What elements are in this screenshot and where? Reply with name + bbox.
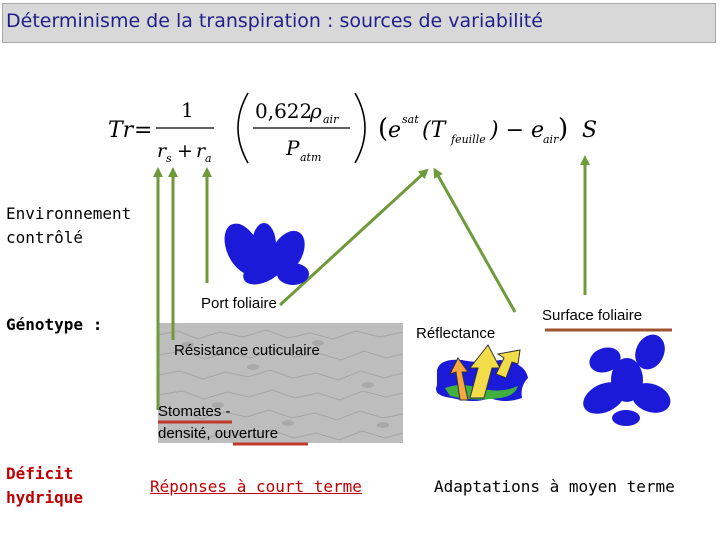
eq-p-sub: atm (300, 151, 321, 164)
reflectance-leaf-icon (436, 344, 528, 401)
eq-close: ) − e (489, 118, 544, 143)
eq-frac1-num: 1 (181, 98, 194, 122)
eq-p: P (285, 136, 300, 160)
label-environnement: Environnement (6, 204, 132, 223)
label-reponses-court-terme: Réponses à court terme (150, 477, 362, 496)
eq-paren2-open: ( (378, 114, 388, 144)
eq-plus: + (177, 140, 193, 162)
eq-frac2-num: 0,622 (255, 99, 312, 123)
eq-eair-sub: air (543, 133, 559, 146)
label-deficit: Déficit (6, 464, 74, 483)
eq-paren-left (237, 92, 249, 164)
eq-T: (T (422, 118, 448, 143)
page-title: Déterminisme de la transpiration : sourc… (6, 10, 543, 32)
eq-rho: ρ (309, 99, 322, 123)
label-stomates: Stomates - (158, 403, 231, 420)
eq-rho-sub: air (323, 113, 339, 126)
label-genotype: Génotype : (6, 315, 103, 334)
eq-rs: r (157, 140, 168, 162)
label-adaptations-moyen-terme: Adaptations à moyen terme (434, 477, 675, 496)
surface-foliaire-leaf-icon (583, 334, 671, 426)
eq-paren2-close: ) (558, 114, 568, 144)
eq-ra: r (196, 140, 207, 162)
label-resistance-cuticulaire: Résistance cuticulaire (174, 342, 320, 359)
eq-paren-right (354, 92, 366, 164)
eq-rs-sub: s (166, 152, 172, 165)
label-controle: contrôlé (6, 228, 84, 247)
label-hydrique: hydrique (6, 488, 84, 507)
label-densite-ouverture: densité, ouverture (158, 425, 279, 442)
label-reflectance: Réflectance (416, 325, 496, 342)
eq-sat: sat (402, 113, 419, 126)
eq-lhs: Tr (108, 118, 135, 143)
label-port-foliaire: Port foliaire (201, 295, 277, 312)
label-surface-foliaire: Surface foliaire (542, 307, 643, 324)
arrow-reflectance-tfeuille (433, 167, 517, 313)
title-bar (2, 3, 716, 43)
eq-ra-sub: a (205, 152, 212, 165)
transpiration-equation: Tr = 1 r s + r a 0,622 ρ air P atm ( e s… (108, 92, 597, 165)
eq-e: e (388, 118, 401, 143)
eq-T-sub: feuille (450, 133, 486, 146)
eq-S: S (582, 118, 597, 143)
port-foliaire-leaf-icon (224, 223, 309, 285)
eq-equals: = (134, 118, 152, 143)
arrow-port-tfeuille (278, 168, 429, 307)
